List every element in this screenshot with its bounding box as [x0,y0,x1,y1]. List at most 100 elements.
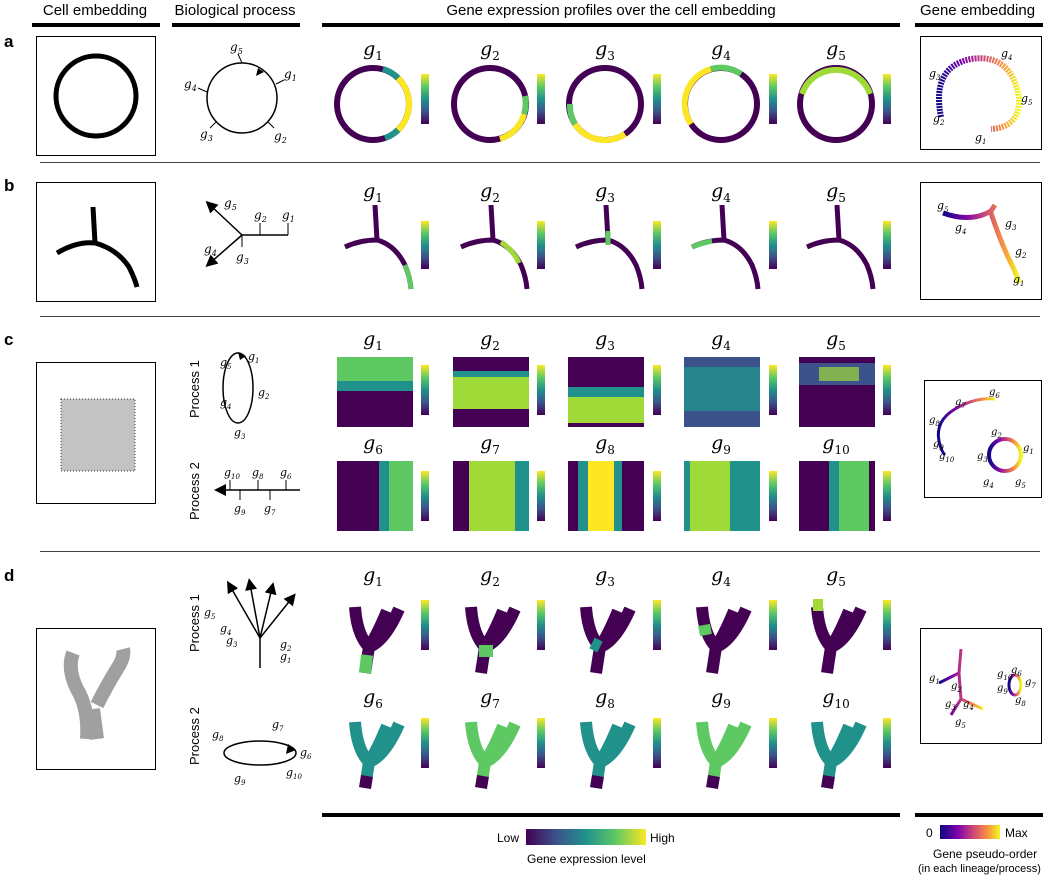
svg-text:g2: g2 [1015,245,1027,260]
svg-text:g6: g6 [989,387,1000,400]
svg-text:g9: g9 [234,772,246,787]
gene-label: g1 [363,328,383,353]
gene-embedding-a: g3 g4 g5 g2 g1 [920,36,1042,150]
svg-text:g3: g3 [945,699,956,712]
gene-label: g2 [480,180,500,205]
process-diagram-a: g5 g1 g2 g3 g4 [184,40,297,145]
gene-label: g4 [711,38,731,63]
svg-text:g5: g5 [1015,477,1026,490]
gene-label: g1 [363,180,383,205]
header-rule [32,23,160,27]
svg-text:g5: g5 [1021,92,1033,107]
header-cell-embedding: Cell embedding [42,2,148,19]
svg-text:g3: g3 [234,426,246,441]
header-gene-embedding: Gene embedding [919,2,1036,19]
gene-label: g4 [711,564,731,589]
svg-text:g6: g6 [1011,665,1022,678]
svg-text:g4: g4 [963,699,974,712]
header-biological-process: Biological process [174,2,296,19]
gene-embedding-b: g5 g4 g3 g2 g1 [920,182,1042,300]
gene-label: g9 [711,432,731,457]
svg-text:g1: g1 [248,350,260,365]
svg-text:g5: g5 [204,606,216,621]
svg-text:g7: g7 [1025,677,1036,690]
svg-text:g9: g9 [234,502,246,517]
svg-text:g3: g3 [977,451,988,464]
gene-label: g3 [595,180,615,205]
footer-rule [915,813,1043,817]
cell-embedding-c [36,362,156,504]
svg-text:g5: g5 [955,717,966,730]
header-rule [915,23,1043,27]
panel-letter-b: b [4,176,15,195]
gene-label: g7 [480,432,500,457]
svg-text:g1: g1 [975,131,987,146]
gene-label: g7 [480,686,500,711]
process-diagram-d: g5 g4 g3 g2 g1 g8 g7 g6 g10 g9 [204,578,312,787]
expr-plots-d [349,599,891,789]
gene-label: g1 [363,564,383,589]
header-gene-expression: Gene expression profiles over the cell e… [446,2,776,19]
gene-label: g2 [480,564,500,589]
gene-label: g6 [363,432,383,457]
svg-text:g8: g8 [1015,695,1026,708]
gene-label: g4 [711,180,731,205]
header-rule [172,23,300,27]
cell-embedding-a [36,36,156,156]
svg-text:g4: g4 [220,396,232,411]
svg-text:g2: g2 [254,208,267,224]
gene-embedding-d: g1 g2 g3 g4 g5 g6 g7 g8 g9 g10 [920,628,1042,744]
gene-embedding-c: g7 g6 g8 g9 g10 g2 g1 g3 g4 g5 [924,380,1042,498]
gene-label: g3 [595,328,615,353]
row-separator [40,162,1040,163]
gene-label: g3 [595,564,615,589]
svg-text:g1: g1 [1023,443,1034,456]
svg-text:g8: g8 [929,415,940,428]
svg-text:g6: g6 [300,746,312,761]
svg-text:g9: g9 [933,439,944,452]
svg-text:g3: g3 [226,634,238,649]
svg-text:g7: g7 [955,397,966,410]
gene-label: g10 [822,686,850,711]
gene-label: g5 [826,564,846,589]
panel-letter-a: a [4,32,14,51]
process-diagram-b: g1 g2 g3 g5 g4 [204,196,295,267]
expr-plots-a [334,64,891,144]
gene-label: g9 [711,686,731,711]
gene-label: g5 [826,38,846,63]
gene-label: g8 [595,686,615,711]
gene-label: g3 [595,38,615,63]
svg-text:g10: g10 [224,466,241,481]
svg-text:g10: g10 [939,451,955,464]
svg-text:g2: g2 [951,681,962,694]
svg-text:g8: g8 [212,728,224,743]
expr-plots-b [343,205,891,290]
row-separator [40,316,1040,317]
svg-text:g4: g4 [204,242,217,258]
svg-text:g4: g4 [220,622,232,637]
svg-text:g4: g4 [955,221,967,236]
svg-text:g3: g3 [200,127,213,143]
panel-letter-c: c [4,330,14,349]
gene-label: g1 [363,38,383,63]
svg-text:g3: g3 [1005,217,1017,232]
gene-label: g4 [711,328,731,353]
gene-label: g6 [363,686,383,711]
svg-text:g3: g3 [929,67,941,82]
svg-text:g7: g7 [272,718,284,733]
svg-text:g5: g5 [230,40,243,56]
svg-text:g4: g4 [1001,47,1013,62]
svg-text:g1: g1 [282,208,295,224]
svg-text:g7: g7 [264,502,276,517]
gene-label: g2 [480,328,500,353]
cell-embedding-d [36,628,156,770]
svg-text:g1: g1 [284,67,297,83]
order-legend-subtitle: (in each lineage/process) [918,863,1041,875]
svg-text:g5: g5 [224,196,237,212]
cell-embedding-b [36,182,156,302]
svg-text:g3: g3 [236,250,249,266]
gene-label: g5 [826,180,846,205]
panel-letter-d: d [4,566,15,585]
order-colorbar [940,825,1000,839]
expr-legend-title: Gene expression level [527,852,646,866]
